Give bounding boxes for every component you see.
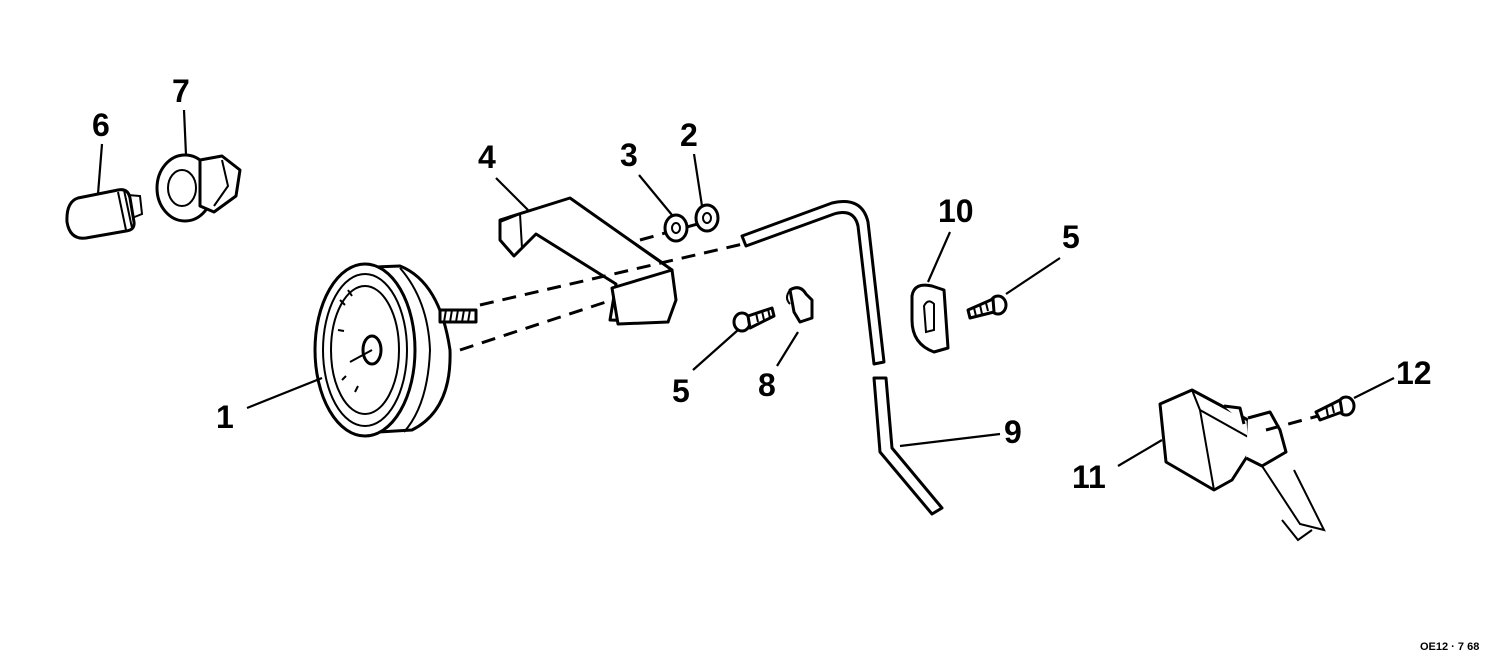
part-6-bulb: [65, 188, 144, 240]
callout-5-left: 5: [672, 373, 690, 409]
part-10-plate: [910, 283, 950, 354]
part-1-gauge: [313, 262, 478, 438]
callout-12: 12: [1396, 355, 1432, 391]
part-9-tube: [740, 200, 944, 516]
callout-2: 2: [680, 117, 698, 153]
part-3-lock-washer: [663, 213, 689, 243]
reference-code: OE12 · 7 68: [1420, 641, 1479, 650]
assembly-line-upper: [479, 238, 761, 307]
part-5-screw-left: [732, 306, 776, 333]
part-11-switch: [1158, 388, 1326, 542]
part-8-clip: [786, 286, 814, 324]
assembly-line-lower: [459, 298, 613, 352]
callout-7: 7: [172, 73, 190, 109]
callout-6: 6: [92, 107, 110, 143]
callout-1: 1: [216, 399, 234, 435]
callout-9: 9: [1004, 414, 1022, 450]
callout-numbers: 1 2 3 4 5 5 6 7 8 9 10 11 12: [92, 73, 1432, 495]
callout-11: 11: [1072, 459, 1106, 495]
part-12-screw: [1314, 395, 1356, 422]
assembly-line-switch: [1265, 414, 1319, 432]
callout-4: 4: [478, 139, 496, 175]
part-4-bracket: [498, 196, 678, 326]
part-2-nut: [694, 203, 720, 233]
part-5-screw-right: [966, 294, 1008, 320]
callout-3: 3: [620, 137, 638, 173]
callout-8: 8: [758, 367, 776, 403]
part-7-socket: [155, 153, 242, 223]
leader-lines: [96, 109, 1395, 467]
callout-5-right: 5: [1062, 219, 1080, 255]
callout-10: 10: [938, 193, 974, 229]
